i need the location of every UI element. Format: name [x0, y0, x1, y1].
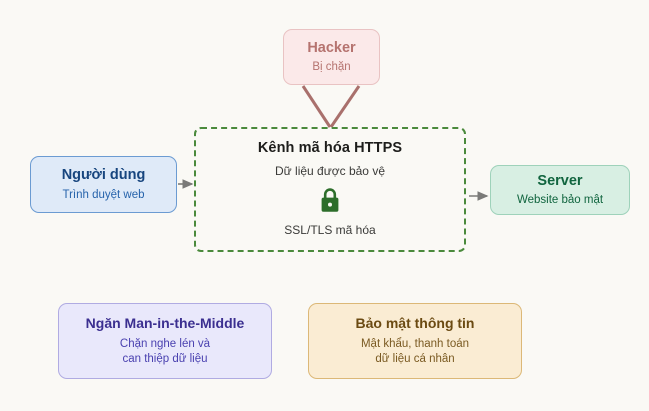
- https-channel-footer: SSL/TLS mã hóa: [284, 223, 376, 237]
- privacy-subtitle-line-2: dữ liệu cá nhân: [375, 352, 455, 365]
- user-title: Người dùng: [61, 167, 146, 184]
- mitm-title: Ngăn Man-in-the-Middle: [85, 315, 245, 332]
- mitm-subtitle-line-1: Chặn nghe lén và: [119, 337, 211, 350]
- privacy-subtitle-line-1: Mật khẩu, thanh toán: [360, 337, 470, 350]
- node-https-channel[interactable]: Kênh mã hóa HTTPS Dữ liệu được bảo vệ SS…: [194, 127, 466, 252]
- https-channel-subtitle: Dữ liệu được bảo vệ: [275, 164, 385, 178]
- hacker-title: Hacker: [307, 40, 356, 57]
- node-user[interactable]: Người dùng Trình duyệt web: [30, 156, 177, 213]
- hacker-right-attack-line: [329, 85, 361, 128]
- server-title: Server: [537, 173, 583, 190]
- hacker-subtitle: Bị chặn: [312, 60, 351, 73]
- lock-icon: [321, 188, 339, 212]
- server-subtitle: Website bảo mật: [516, 193, 604, 206]
- node-hacker[interactable]: Hacker Bị chặn: [283, 29, 380, 85]
- hacker-left-attack-line: [301, 85, 332, 128]
- https-channel-title: Kênh mã hóa HTTPS: [257, 140, 403, 156]
- privacy-title: Bảo mật thông tin: [355, 315, 475, 332]
- node-mitm-protection[interactable]: Ngăn Man-in-the-Middle Chặn nghe lén và …: [58, 303, 272, 379]
- privacy-subtitle: Mật khẩu, thanh toán dữ liệu cá nhân: [361, 337, 469, 367]
- mitm-subtitle: Chặn nghe lén và can thiệp dữ liệu: [120, 337, 210, 367]
- node-server[interactable]: Server Website bảo mật: [490, 165, 630, 215]
- node-https-channel-border: [194, 127, 466, 252]
- node-information-security[interactable]: Bảo mật thông tin Mật khẩu, thanh toán d…: [308, 303, 522, 379]
- user-subtitle: Trình duyệt web: [62, 188, 145, 201]
- mitm-subtitle-line-2: can thiệp dữ liệu: [122, 352, 208, 365]
